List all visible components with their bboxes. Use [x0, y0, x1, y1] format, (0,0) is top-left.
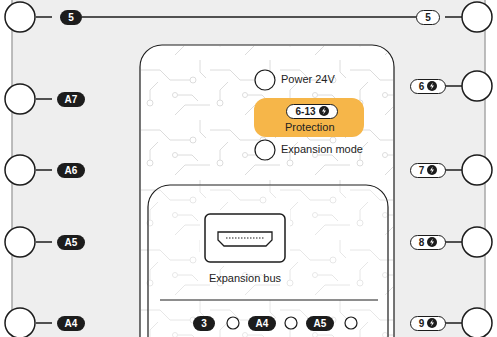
node-text: 5 — [425, 12, 431, 23]
signal-wire — [82, 17, 416, 18]
node-text: 8 — [419, 237, 425, 248]
power-led — [255, 70, 275, 90]
pin-label: 5 — [60, 10, 82, 25]
node-text: A6 — [65, 165, 78, 176]
pin-label: A5 — [306, 316, 335, 331]
expansion-panel: Expansion bus 3 A4 A5 — [148, 185, 388, 337]
node-text: 5 — [68, 12, 74, 23]
port-socket — [218, 232, 272, 246]
node-text: 7 — [419, 165, 425, 176]
port-ground — [200, 210, 290, 266]
node-text: Protection — [285, 121, 335, 133]
led-label: Expansion mode — [281, 143, 363, 155]
lightning-icon — [427, 165, 437, 175]
pin-label: A6 — [57, 163, 86, 178]
pin-label: A5 — [57, 235, 86, 250]
expansion-led — [255, 140, 275, 160]
circuit-traces — [141, 46, 393, 337]
node-text: A4 — [65, 318, 78, 329]
bus-pads — [227, 317, 357, 329]
lightning-icon — [427, 81, 437, 91]
pin-label: 5 — [416, 10, 440, 25]
node-text: A7 — [65, 94, 78, 105]
node-text: A4 — [256, 318, 269, 329]
protection-highlight: Protection 6-13 — [254, 98, 364, 137]
node-text: 6 — [419, 81, 425, 92]
node-text: A5 — [314, 318, 327, 329]
lightning-icon — [427, 318, 437, 328]
left-terminals — [5, 2, 52, 337]
node-text: A5 — [65, 237, 78, 248]
pin-label: 6-13 — [286, 104, 337, 119]
pin-label: 3 — [193, 316, 215, 331]
main-panel — [140, 45, 394, 337]
pin-label: 7 — [410, 163, 447, 178]
led-label: Power 24V — [281, 73, 335, 85]
pin-label: 9 — [410, 316, 447, 331]
port-pins — [226, 237, 264, 238]
inner-panel — [148, 185, 388, 337]
node-text: 6-13 — [295, 106, 315, 117]
lightning-icon — [319, 106, 329, 116]
pin-label: 6 — [410, 79, 447, 94]
node-text: 3 — [201, 318, 207, 329]
right-terminals — [445, 2, 492, 337]
separator — [160, 300, 378, 301]
pin-label: A4 — [248, 316, 277, 331]
pin-label: A4 — [57, 316, 86, 331]
pin-label: 8 — [410, 235, 447, 250]
circuit-traces — [149, 186, 387, 337]
node-text: Expansion bus — [209, 272, 281, 284]
lightning-icon — [427, 237, 437, 247]
node-text: 9 — [419, 318, 425, 329]
expansion-port — [205, 214, 285, 262]
pin-label: A7 — [57, 92, 86, 107]
